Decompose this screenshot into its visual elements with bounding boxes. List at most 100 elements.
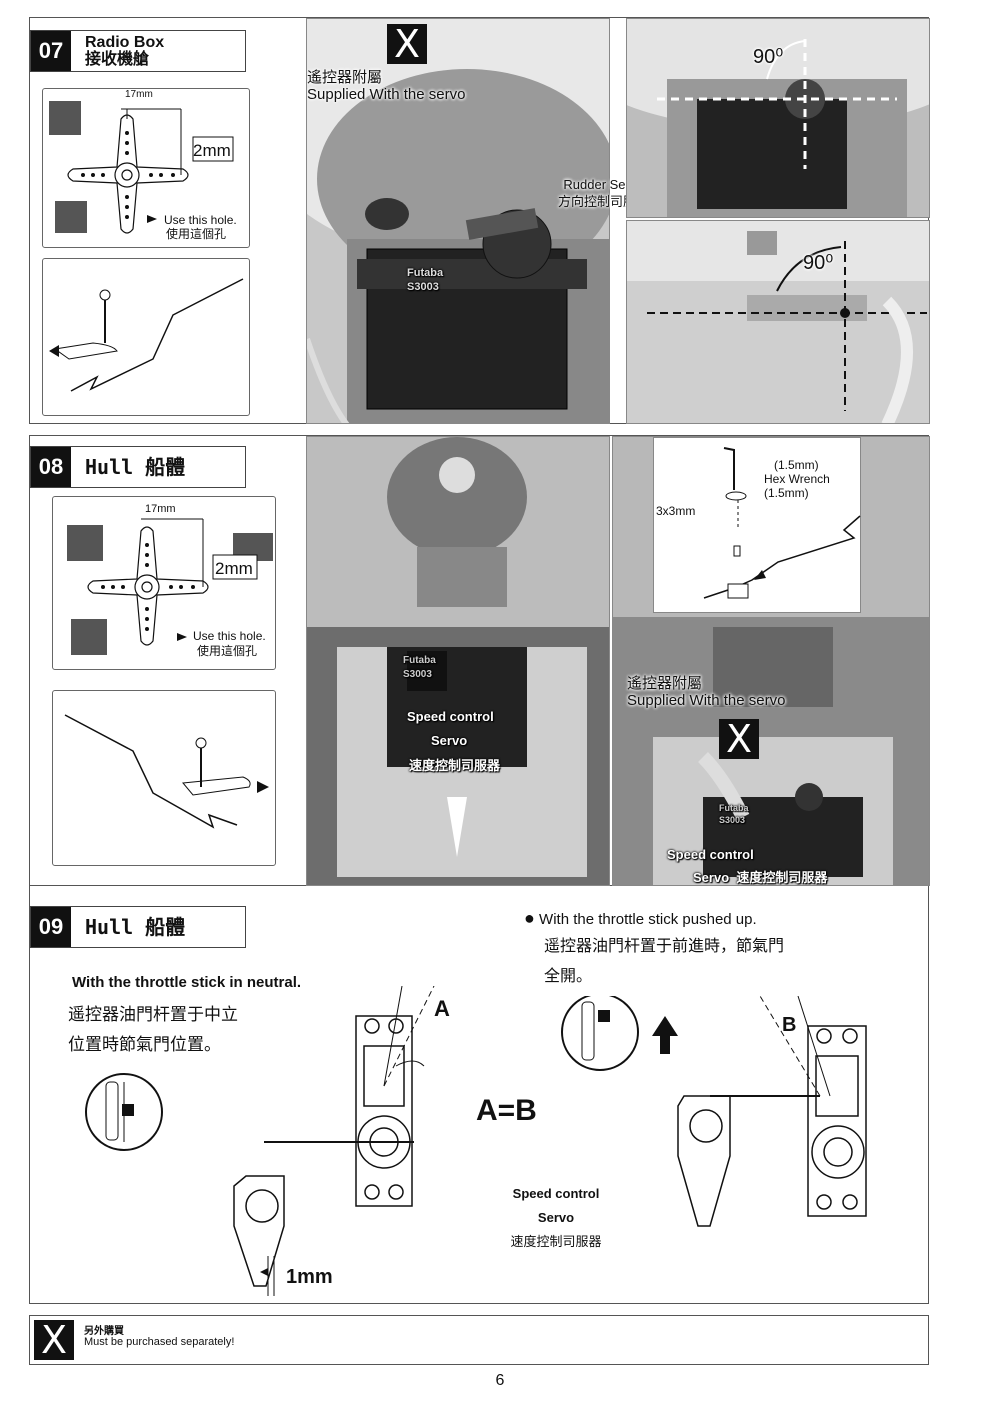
- hole-note-zh: 使用這個孔: [197, 644, 258, 658]
- step-title-zh: 船體: [145, 914, 186, 939]
- servo-brand: Futaba: [719, 803, 749, 813]
- transmitter-up-icon: [561, 996, 678, 1071]
- horn-dimension: 17mm: [145, 503, 176, 515]
- footer-note-en: Must be purchased separately!: [84, 1336, 235, 1348]
- label-b: B: [782, 1014, 797, 1036]
- wrench-labels: (1.5mm) Hex Wrench (1.5mm): [764, 458, 830, 500]
- rudder-angle-image: [627, 221, 929, 423]
- angle-label: 90⁰: [753, 46, 784, 68]
- bullet-icon: ●: [524, 908, 535, 928]
- step-08-section: 08 Hull 船體 17mm 2mm Us: [29, 435, 930, 886]
- step-title-en: Hull: [85, 454, 134, 479]
- pushed-zh-1: 遥控器油門杆置于前進時，節氣門: [544, 938, 785, 955]
- label-a: A: [434, 996, 450, 1021]
- wrench-label: Hex Wrench: [764, 472, 830, 486]
- pushrod-drawing: [49, 278, 244, 392]
- hole-note: Use this hole. 使用這個孔: [193, 629, 266, 659]
- servo-model: S3003: [407, 281, 439, 293]
- pushrod-linkage-diagram: [52, 690, 276, 866]
- servo-brand: Futaba: [407, 267, 444, 279]
- equation-a-equals-b: A=B: [476, 1094, 537, 1127]
- step-number: 08: [31, 447, 71, 487]
- supplied-zh: 遙控器附屬: [307, 69, 383, 86]
- servo-label: Servo: [431, 733, 468, 748]
- page-number: 6: [495, 1372, 505, 1389]
- supplied-label: 遙控器附屬 Supplied With the servo: [307, 69, 465, 103]
- hole-note-zh: 使用這個孔: [166, 227, 227, 241]
- offset-dimension: 2mm: [193, 141, 231, 160]
- throttle-servo-photo: (1.5mm) Hex Wrench (1.5mm) 3x3mm 遙控器附屬 S…: [612, 436, 930, 886]
- pushrod-linkage-diagram: [42, 258, 250, 416]
- hole-note: Use this hole. 使用這個孔: [164, 213, 237, 241]
- supplied-zh: 遙控器附屬: [627, 675, 703, 692]
- rudder-servo-photo: X 遙控器附屬 Supplied With the servo Futaba S…: [306, 18, 610, 424]
- step-title-en: Radio Box: [85, 34, 165, 51]
- pushrod-drawing: [64, 714, 269, 829]
- rudder-angle-photo: 90⁰: [626, 220, 930, 424]
- step-09-section: 09 Hull 船體 With the throttle stick in ne…: [29, 886, 929, 1304]
- neutral-en: With the throttle stick in neutral.: [72, 974, 302, 991]
- hex-wrench-drawing: [703, 447, 861, 599]
- wrench-size-2: (1.5mm): [764, 486, 809, 500]
- angle-label-2: 90⁰: [803, 252, 834, 274]
- step-title-zh: 接收機艙: [85, 51, 150, 68]
- gap-dimension: 1mm: [286, 1266, 333, 1288]
- servo-horn-diagram: 17mm 2mm Use this hole. 使用這個孔: [42, 88, 250, 248]
- speed-control-label: Speed control: [407, 709, 494, 724]
- servo-horn-drawing: [49, 101, 234, 234]
- speed-servo-image: [307, 437, 609, 885]
- hole-note-en: Use this hole.: [193, 629, 266, 643]
- rudder-servo-image: [307, 19, 609, 423]
- step-title-zh: 船體: [145, 454, 186, 479]
- servo-en: Servo: [537, 1210, 575, 1225]
- footer-note: X 另外購買 Must be purchased separately!: [29, 1315, 929, 1365]
- servo-horn-diagram: 17mm 2mm Use this hole. 使用這個孔: [52, 496, 276, 670]
- footer-note-zh: 另外購買: [84, 1326, 124, 1337]
- supplied-en: Supplied With the servo: [307, 86, 466, 103]
- hole-note-en: Use this hole.: [164, 213, 237, 227]
- hex-wrench-inset: (1.5mm) Hex Wrench (1.5mm) 3x3mm: [653, 437, 861, 613]
- pushed-en-text: With the throttle stick pushed up.: [539, 911, 757, 928]
- neutral-throttle-drawing: [85, 986, 435, 1296]
- wrench-size: (1.5mm): [774, 458, 819, 472]
- full-throttle-drawing: [561, 996, 867, 1227]
- servo-label: Servo 速度控制司服器: [693, 867, 828, 885]
- servo-brand: Futaba: [403, 655, 436, 666]
- speed-servo-photo: Futaba S3003 Speed control Servo 速度控制司服器: [306, 436, 610, 886]
- supplied-label: 遙控器附屬 Supplied With the servo: [627, 675, 785, 709]
- servo-model: S3003: [719, 815, 746, 825]
- speed-control-label: Speed control: [667, 847, 754, 862]
- step-title: Radio Box 接收機艙: [71, 31, 178, 71]
- supplied-en: Supplied With the servo: [627, 692, 786, 709]
- servo-angle-image: [627, 19, 929, 217]
- horn-dimension: 17mm: [125, 89, 153, 100]
- rudder-servo-en: Rudder Servo: [563, 177, 644, 192]
- speed-servo-zh: 速度控制司服器: [736, 870, 828, 885]
- step-number: 07: [31, 31, 71, 71]
- x-purchase-icon: X: [387, 22, 427, 66]
- servo-horn-drawing: [67, 518, 273, 655]
- neutral-zh-1: 遥控器油門杆置于中立: [68, 1005, 238, 1024]
- neutral-zh-2: 位置時節氣門位置。: [68, 1035, 221, 1054]
- step-07-header: 07 Radio Box 接收機艙: [30, 30, 246, 72]
- step-number: 09: [31, 907, 71, 947]
- x-purchase-icon: X: [34, 1318, 74, 1362]
- transmitter-neutral-icon: [85, 1073, 163, 1151]
- speed-control-servo-label: Speed control Servo 速度控制司服器: [506, 1182, 606, 1254]
- servo-model: S3003: [403, 669, 432, 680]
- step-title-en: Hull: [85, 914, 134, 939]
- speed-control-en: Speed control: [512, 1186, 600, 1201]
- x-purchase-icon: X: [719, 717, 759, 761]
- pushed-zh-2: 全開。: [544, 968, 593, 985]
- pushed-en: ● With the throttle stick pushed up.: [524, 908, 757, 929]
- step-title: Hull 船體: [71, 907, 199, 947]
- step-07-section: 07 Radio Box 接收機艙 17mm 2mm Us: [29, 17, 930, 424]
- step-title: Hull 船體: [71, 447, 199, 487]
- servo-en: Servo: [693, 870, 730, 885]
- screw-size: 3x3mm: [656, 504, 696, 518]
- step-08-header: 08 Hull 船體: [30, 446, 246, 488]
- step-09-header: 09 Hull 船體: [30, 906, 246, 948]
- offset-dimension: 2mm: [215, 559, 253, 578]
- servo-angle-photo: 90⁰: [626, 18, 930, 218]
- speed-servo-zh-label: 速度控制司服器: [409, 758, 501, 773]
